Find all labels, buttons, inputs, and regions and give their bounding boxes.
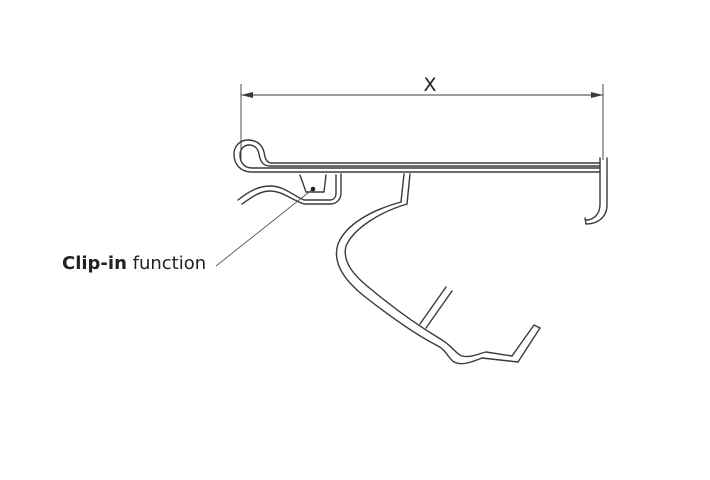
- leader-line: [215, 188, 314, 267]
- front-lip-outer: [584, 157, 608, 225]
- inner-rib-b: [425, 290, 453, 329]
- clip-hook-inner: [241, 173, 342, 205]
- clip-hook-outer: [237, 174, 337, 201]
- rear-end-inner: [511, 324, 541, 357]
- arrowhead-left: [241, 92, 253, 98]
- dimension-label: X: [423, 74, 436, 96]
- clip-pocket: [299, 174, 327, 193]
- dimension-x: X: [240, 74, 604, 162]
- arrowhead-right: [591, 92, 603, 98]
- clip-in-callout: Clip-in function: [62, 253, 206, 274]
- body-curve-outer: [335, 201, 519, 365]
- callout-text: function: [126, 253, 207, 274]
- callout-leader: [215, 186, 316, 267]
- inner-rib-a: [419, 286, 447, 325]
- leader-dot: [310, 186, 316, 192]
- callout-bold-text: Clip-in: [62, 253, 127, 274]
- body-curve-inner: [344, 203, 513, 358]
- rib-left: [400, 173, 405, 203]
- rib-right: [406, 173, 411, 205]
- front-lip-inner: [585, 157, 601, 221]
- profile-outline: [233, 139, 608, 365]
- rear-end-outer: [517, 327, 541, 363]
- top-flange-outer: [233, 139, 601, 173]
- top-flange-inner: [239, 144, 601, 169]
